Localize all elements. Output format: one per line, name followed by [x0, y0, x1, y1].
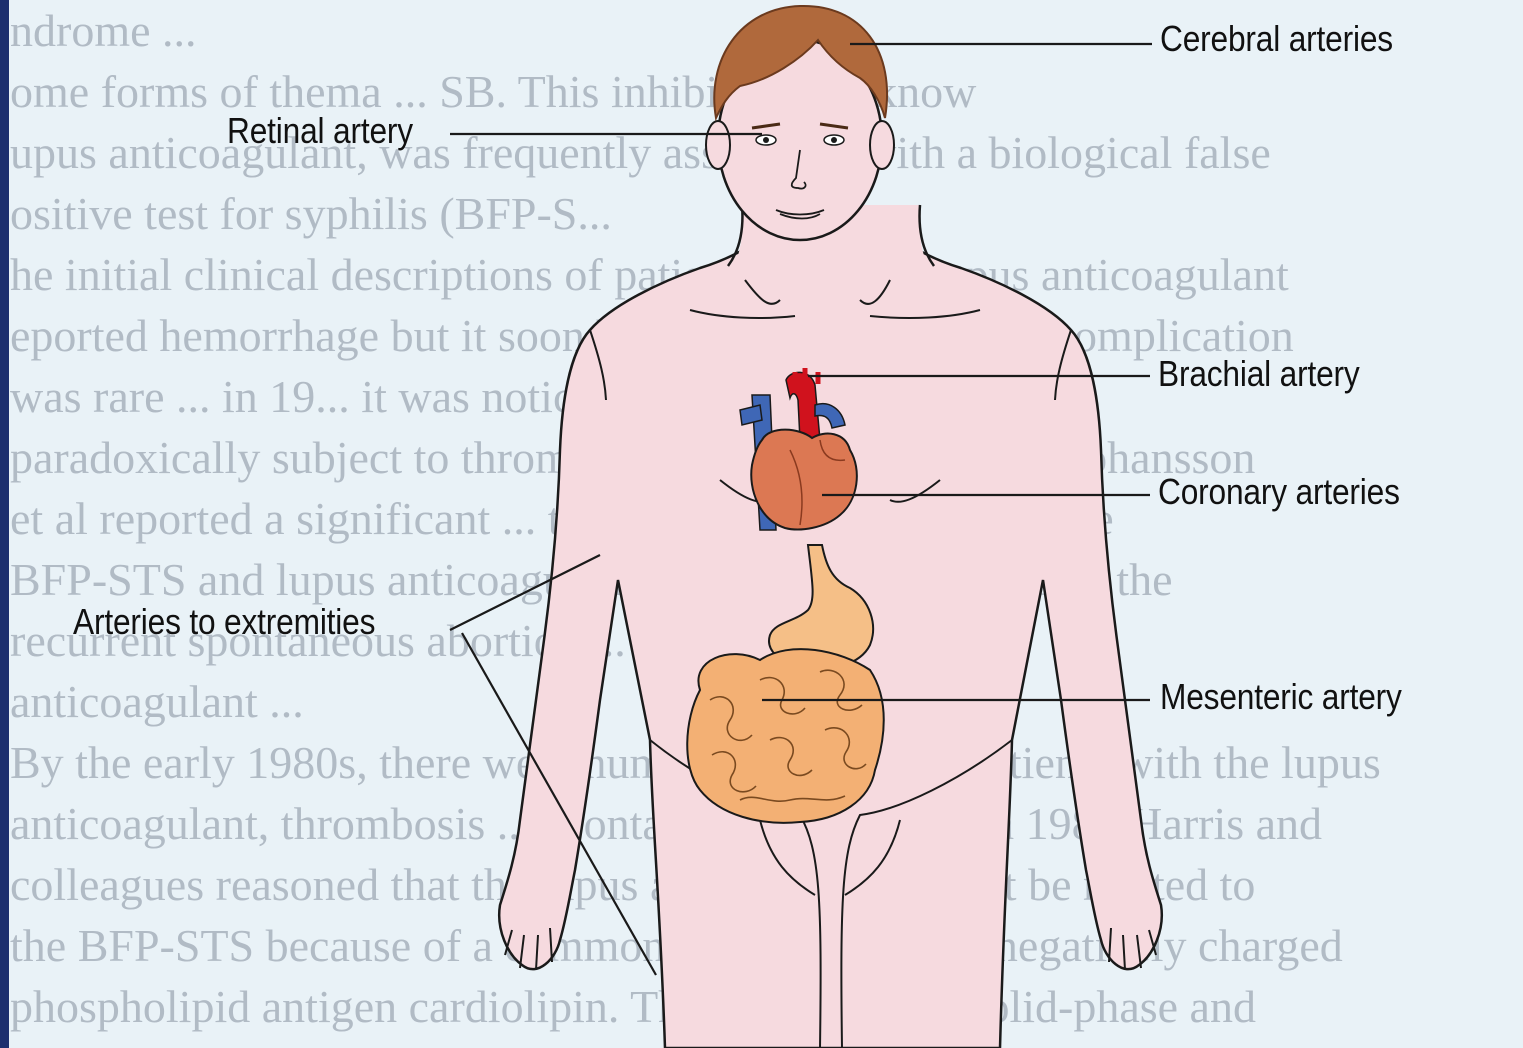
heart: [751, 430, 857, 530]
right-pupil: [831, 137, 837, 143]
left-ear: [706, 121, 730, 169]
label-brachial-artery: Brachial artery: [1158, 353, 1360, 395]
intestines: [687, 649, 884, 823]
label-arteries-to-extremities: Arteries to extremities: [73, 601, 375, 643]
label-cerebral-arteries: Cerebral arteries: [1160, 18, 1393, 60]
left-pupil: [763, 137, 769, 143]
label-coronary-arteries: Coronary arteries: [1158, 471, 1400, 513]
label-retinal-artery: Retinal artery: [227, 110, 413, 152]
label-mesenteric-artery: Mesenteric artery: [1160, 676, 1402, 718]
right-ear: [870, 121, 894, 169]
